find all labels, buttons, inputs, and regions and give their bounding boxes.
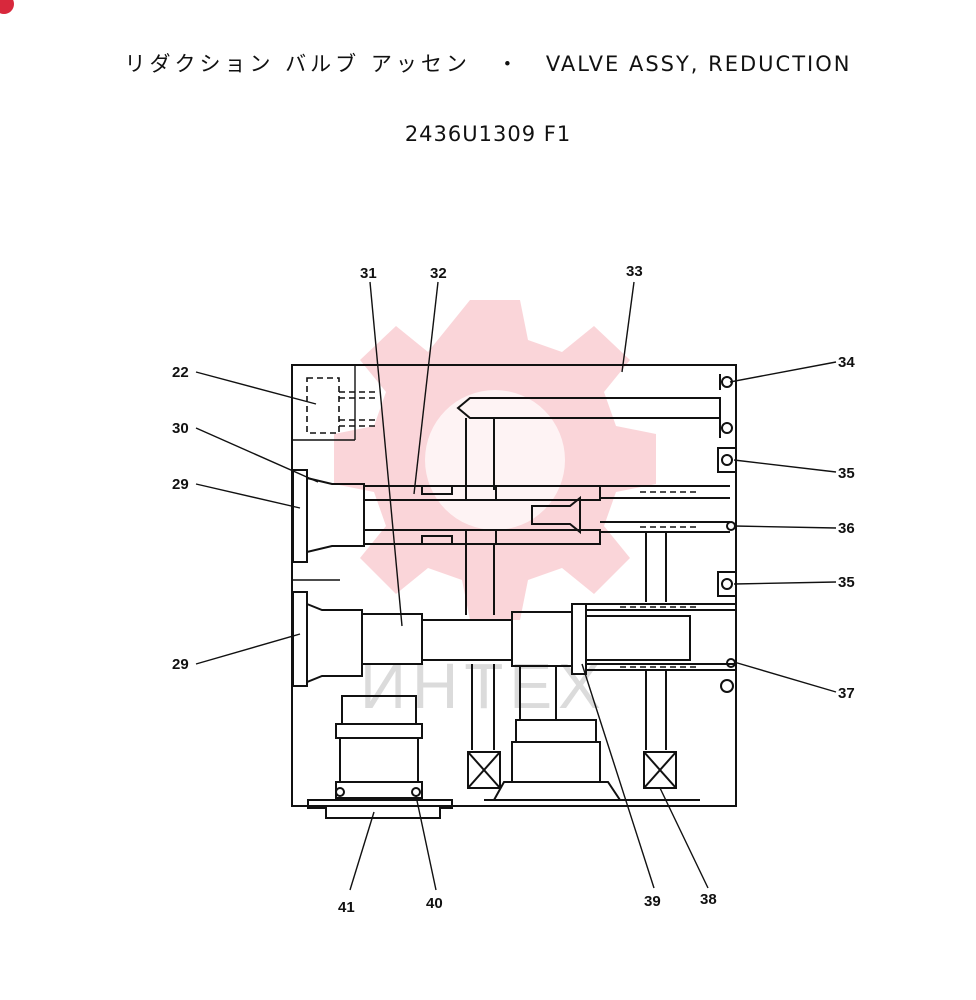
valve-body [291, 364, 737, 819]
cover-plate-41 [307, 799, 453, 819]
title-japanese: リダクション バルブ アッセン [124, 52, 471, 76]
drawing-title: リダクション バルブ アッセン ・ VALVE ASSY, REDUCTION [0, 48, 976, 78]
callout-29-upper: 29 [172, 476, 189, 493]
part-number: 2436U1309 F1 [404, 122, 572, 146]
plug-lower [292, 591, 308, 687]
callout-labels: 22 30 29 29 31 32 33 34 35 36 35 37 38 3… [172, 263, 855, 916]
callout-29-lower: 29 [172, 656, 189, 673]
callout-32: 32 [430, 265, 447, 282]
title-separator: ・ [496, 52, 520, 76]
title-english: VALVE ASSY, REDUCTION [545, 52, 852, 76]
callout-30: 30 [172, 420, 189, 437]
callout-40: 40 [426, 895, 443, 912]
callout-35-upper: 35 [838, 465, 855, 482]
plug-upper [292, 469, 308, 563]
solenoid-dashed-box [306, 377, 340, 434]
callout-37: 37 [838, 685, 855, 702]
callout-36: 36 [838, 520, 855, 537]
callout-31: 31 [360, 265, 377, 282]
callout-34: 34 [838, 354, 855, 371]
corner-badge-icon [0, 0, 14, 14]
callout-39: 39 [644, 893, 661, 910]
callout-35-lower: 35 [838, 574, 855, 591]
leader-lines [195, 281, 837, 891]
callout-41: 41 [338, 899, 355, 916]
watermark-text: ИНТЕХ [360, 650, 607, 722]
callout-38: 38 [700, 891, 717, 908]
callout-22: 22 [172, 364, 189, 381]
callout-33: 33 [626, 263, 643, 280]
